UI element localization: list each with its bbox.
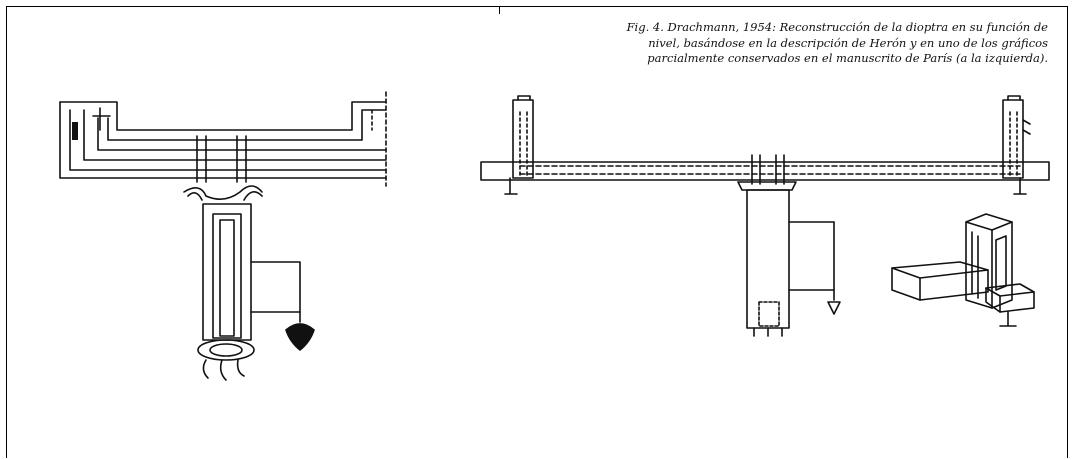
- page-tick: [499, 6, 500, 14]
- figure-caption: Fig. 4. Drachmann, 1954: Reconstrucción …: [528, 20, 1048, 67]
- caption-line-2: nivel, basándose en la descripción de He…: [648, 35, 1048, 50]
- detail-drawing: [891, 213, 1035, 327]
- page-frame: [6, 6, 1068, 458]
- caption-line-1: Fig. 4. Drachmann, 1954: Reconstrucción …: [626, 20, 1048, 34]
- reconstruction-drawing: [480, 95, 1050, 337]
- caption-line-3: parcialmente conservados en el manuscrit…: [647, 51, 1048, 65]
- manuscript-drawing: [59, 91, 387, 381]
